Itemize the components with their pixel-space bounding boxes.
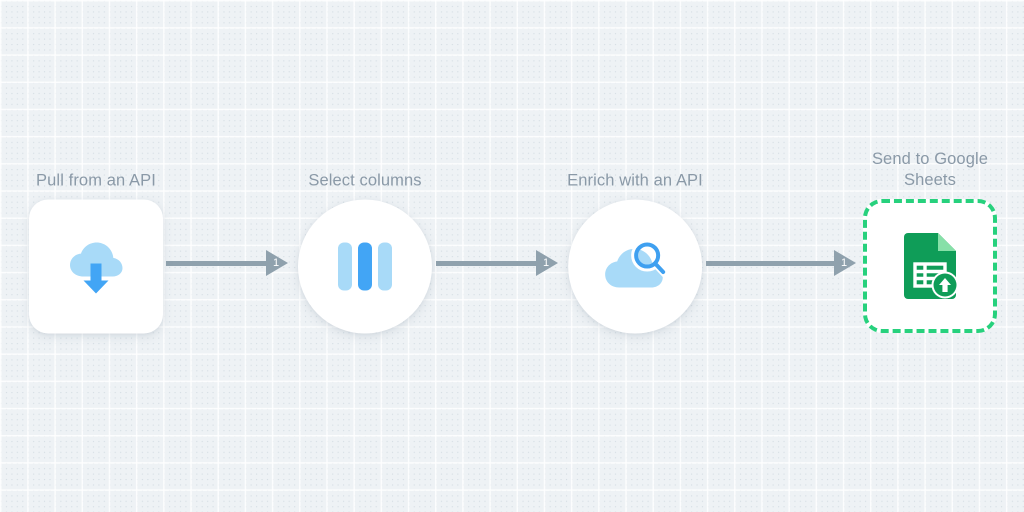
connector-line (706, 260, 834, 266)
workflow-node-pull-from-api[interactable]: Pull from an API (29, 171, 163, 334)
node-label: Enrich with an API (567, 171, 703, 190)
connector-badge: 1 (840, 257, 848, 269)
node-shape[interactable] (298, 199, 432, 334)
connector-enrich-to-sheets[interactable]: 1 (706, 250, 856, 276)
cloud-search-icon (604, 239, 667, 288)
connector-pull-to-select[interactable]: 1 (166, 250, 288, 276)
node-label: Send to Google Sheets (871, 150, 989, 189)
arrowhead-icon: 1 (834, 250, 856, 276)
arrowhead-icon: 1 (266, 250, 288, 276)
workflow-node-enrich-with-api[interactable]: Enrich with an API (567, 171, 703, 334)
node-label: Select columns (308, 171, 422, 190)
connector-badge: 1 (542, 257, 550, 269)
node-shape[interactable] (863, 199, 997, 333)
node-shape[interactable] (29, 199, 163, 334)
workflow-node-select-columns[interactable]: Select columns (298, 171, 432, 334)
connector-line (166, 260, 266, 266)
arrowhead-icon: 1 (536, 250, 558, 276)
node-shape[interactable] (567, 199, 702, 334)
cloud-download-icon (70, 242, 123, 294)
node-label: Pull from an API (36, 171, 156, 190)
workflow-node-send-to-google-sheets[interactable]: Send to Google Sheets (863, 149, 997, 333)
connector-badge: 1 (272, 257, 280, 269)
google-sheets-upload-icon (904, 233, 959, 299)
columns-icon (338, 242, 392, 291)
connector-line (436, 260, 536, 266)
connector-select-to-enrich[interactable]: 1 (436, 250, 558, 276)
